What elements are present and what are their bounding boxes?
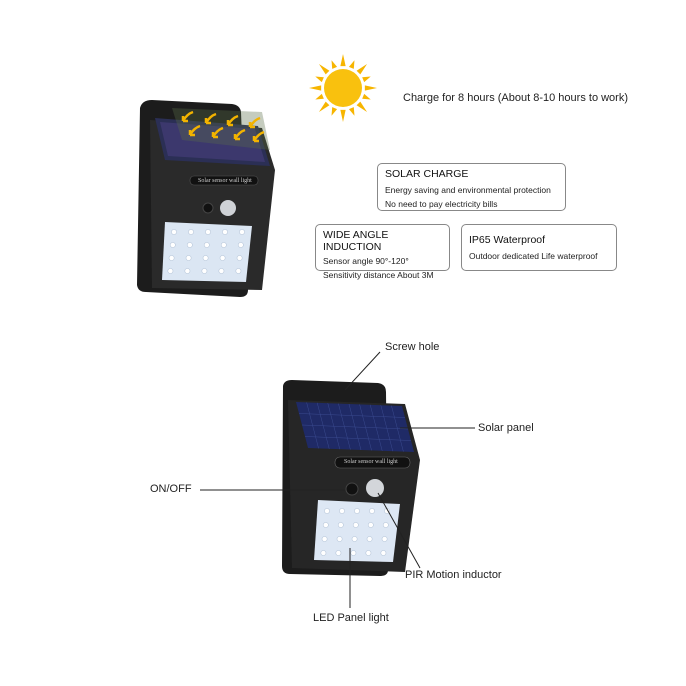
led-dot: [202, 255, 209, 261]
feature-title: WIDE ANGLE INDUCTION: [323, 229, 389, 253]
charge-info-text: Charge for 8 hours (About 8-10 hours to …: [403, 92, 629, 104]
led-dot: [219, 255, 226, 261]
sunlight-arrow: [181, 110, 194, 123]
feature-line: Sensitivity distance About 3M: [323, 270, 434, 280]
led-dot: [350, 550, 357, 556]
led-dot: [186, 242, 193, 248]
led-dot: [185, 255, 192, 261]
led-dot: [354, 508, 360, 514]
sun-ray: [331, 60, 338, 69]
led-dot: [235, 268, 242, 274]
feature-solar-charge: SOLAR CHARGE Energy saving and environme…: [377, 163, 566, 211]
sun-ray: [362, 76, 371, 83]
feature-line: Energy saving and environmental protecti…: [385, 185, 551, 195]
led-dot: [320, 550, 327, 556]
led-dot: [218, 268, 225, 274]
led-dot: [324, 508, 330, 514]
led-dot: [337, 522, 344, 528]
sun-ray: [340, 54, 346, 67]
product-image-top: [137, 100, 275, 297]
sun-ray: [331, 107, 338, 116]
sunlight-arrow: [226, 114, 239, 127]
led-dot: [168, 255, 175, 261]
solar-cell-line: [298, 413, 406, 418]
sunlight-arrow: [233, 128, 246, 141]
feature-line: No need to pay electricity bills: [385, 199, 498, 209]
led-dot: [380, 550, 387, 556]
sun-ray: [309, 85, 322, 91]
product-image-bottom: [282, 380, 420, 576]
sunlight-arrow: [248, 116, 261, 129]
callout-lines: [200, 351, 475, 608]
led-dot: [382, 522, 389, 528]
sun-ray: [318, 63, 330, 75]
led-dot: [351, 536, 358, 542]
sun-ray: [315, 93, 324, 100]
sunlight-arrow: [188, 124, 201, 137]
device-label-bottom: Solar sensor wall light: [344, 459, 398, 465]
solar-cell-line: [304, 436, 412, 441]
sun-ray: [315, 76, 324, 83]
led-dot: [188, 229, 194, 235]
feature-line: Sensor angle 90°-120°: [323, 256, 409, 266]
sun-ray: [340, 109, 346, 122]
sunlight-arrow: [211, 126, 224, 139]
led-dot: [352, 522, 359, 528]
led-dot: [184, 268, 191, 274]
led-dot: [222, 229, 228, 235]
solar-cell-line: [301, 424, 409, 430]
callout-solar-panel: Solar panel: [478, 422, 534, 434]
sun-ray: [356, 101, 368, 113]
sun-icon: [309, 54, 377, 122]
led-dot: [367, 522, 374, 528]
led-dot: [321, 536, 328, 542]
sunlight-arrow: [252, 130, 265, 143]
feature-title: SOLAR CHARGE: [385, 168, 469, 180]
led-dot: [201, 268, 208, 274]
led-dot: [365, 550, 372, 556]
led-dot: [381, 536, 388, 542]
feature-line: Outdoor dedicated Life waterproof: [469, 251, 598, 261]
feature-wide-angle: WIDE ANGLE INDUCTION Sensor angle 90°-12…: [315, 224, 450, 280]
feature-waterproof: IP65 Waterproof Outdoor dedicated Life w…: [461, 224, 617, 271]
led-dot: [220, 242, 227, 248]
led-dot: [236, 255, 243, 261]
led-dot: [335, 550, 342, 556]
led-dot: [366, 536, 373, 542]
led-dot: [167, 268, 174, 274]
device-label-top: Solar sensor wall light: [198, 178, 252, 184]
callout-on-off: ON/OFF: [150, 483, 192, 495]
sun-ray: [364, 85, 377, 91]
led-dot: [205, 229, 211, 235]
sun-ray: [348, 60, 355, 69]
sunlight-arrow: [204, 112, 217, 125]
led-dot: [322, 522, 329, 528]
led-dot: [336, 536, 343, 542]
sun-ray: [356, 63, 368, 75]
led-dot: [369, 508, 375, 514]
led-dot: [169, 242, 176, 248]
led-dot: [171, 229, 177, 235]
callout-pir: PIR Motion inductor: [405, 569, 502, 581]
led-dot: [339, 508, 345, 514]
led-dot: [203, 242, 210, 248]
sun-ray: [362, 93, 371, 100]
sun-ray: [318, 101, 330, 113]
led-dot: [239, 229, 245, 235]
sun-ray: [348, 107, 355, 116]
led-dot: [237, 242, 244, 248]
callout-led: LED Panel light: [313, 612, 389, 624]
feature-title: IP65 Waterproof: [469, 234, 546, 246]
callout-screw-hole: Screw hole: [385, 341, 440, 353]
